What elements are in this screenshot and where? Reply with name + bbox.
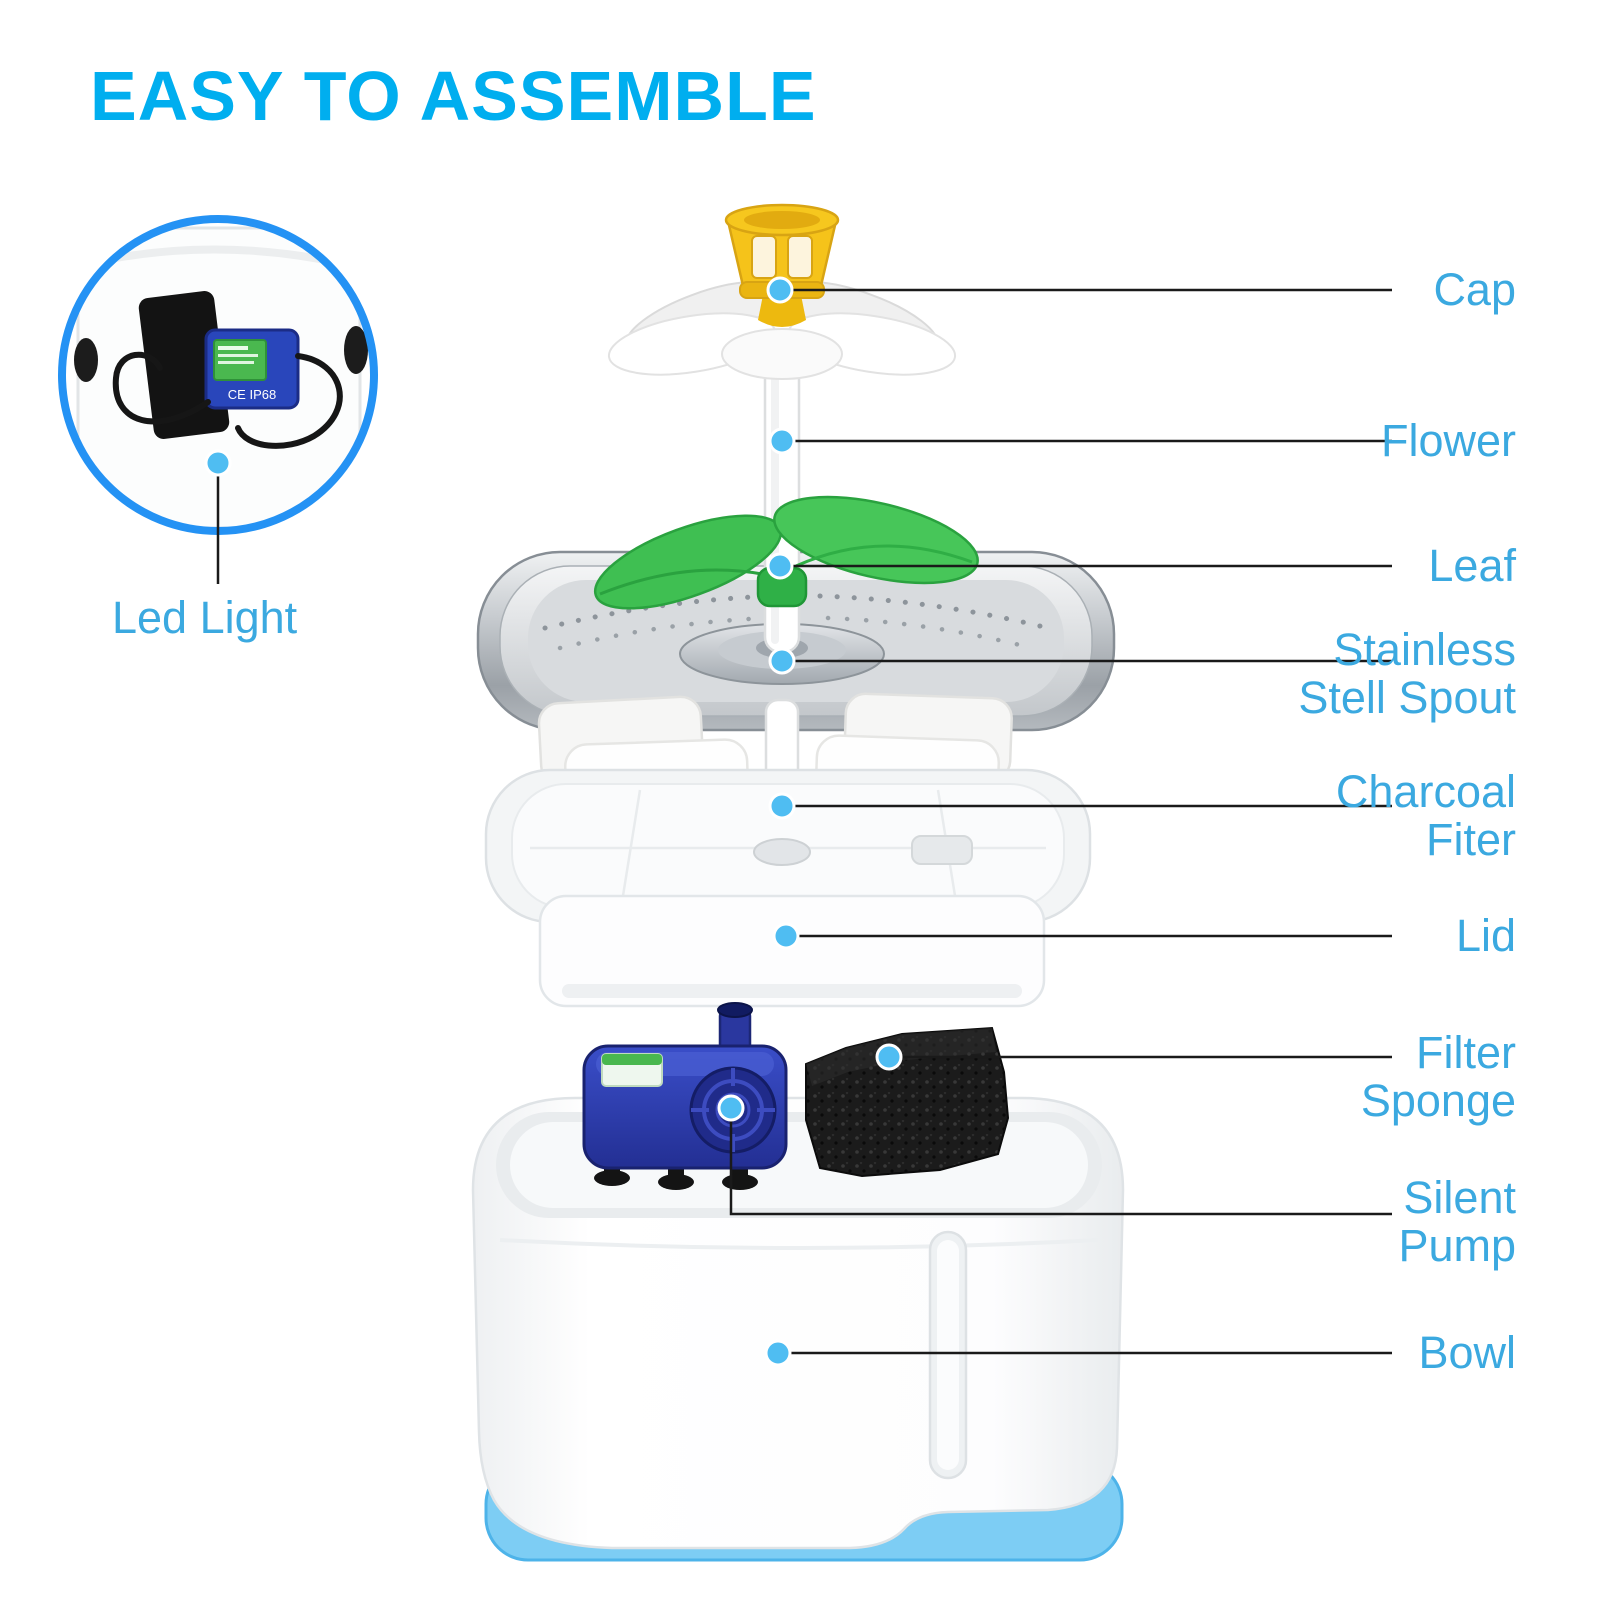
- bowl-graphic: [471, 1096, 1125, 1562]
- suction-cup: [658, 1174, 694, 1190]
- label-line: Pump: [1398, 1220, 1516, 1271]
- label-line: Bowl: [1418, 1327, 1516, 1378]
- bowl-callout-dot: [764, 1339, 792, 1367]
- label-line: Lid: [1455, 910, 1516, 961]
- cap-graphic: [724, 203, 840, 299]
- page-title: EASY TO ASSEMBLE: [90, 57, 817, 135]
- label-cap: Cap: [1433, 266, 1516, 314]
- suction-cup: [594, 1170, 630, 1186]
- label-led-light: Led Light: [112, 592, 298, 643]
- flower-callout-dot: [768, 427, 796, 455]
- label-line: Leaf: [1428, 540, 1516, 591]
- lid-callout-dot: [772, 922, 800, 950]
- label-line: Stainless: [1333, 624, 1516, 675]
- cable-hole: [344, 326, 368, 374]
- callout-dots: [204, 276, 903, 1367]
- label-leaf: Leaf: [1428, 542, 1516, 590]
- silent-pump-graphic: [582, 1002, 788, 1190]
- label-line: Flower: [1380, 415, 1516, 466]
- inset-pump-text: CE IP68: [228, 387, 276, 402]
- sponge-callout-dot: [875, 1043, 903, 1071]
- leaf-graphic: [593, 495, 979, 610]
- label-line: Stell Spout: [1298, 672, 1516, 723]
- cable-hole: [74, 338, 98, 382]
- filter-sponge-graphic: [805, 1026, 1010, 1178]
- cap-callout-dot: [766, 276, 794, 304]
- label-line: Silent: [1403, 1172, 1516, 1223]
- pump-cable: [235, 353, 343, 449]
- label-flower: Flower: [1381, 417, 1516, 465]
- suction-cup: [722, 1174, 758, 1190]
- led-light-inset: CE IP68: [58, 215, 378, 535]
- label-silent-pump: Silent Pump: [1398, 1174, 1516, 1270]
- lid-graphic: [484, 768, 1092, 1008]
- label-line: Filter: [1416, 1027, 1516, 1078]
- charcoal-callout-dot: [768, 792, 796, 820]
- label-line: Fiter: [1426, 814, 1516, 865]
- pump-callout-dot: [717, 1094, 745, 1122]
- led-callout-dot: [204, 449, 232, 477]
- callout-lines: [216, 288, 1392, 1355]
- lid-stem-hole: [753, 838, 811, 866]
- flower-graphic: [607, 280, 957, 380]
- spout-callout-dot: [768, 647, 796, 675]
- pump-callout-line: [729, 1108, 1392, 1216]
- label-line: Cap: [1433, 264, 1516, 315]
- leaf-callout-dot: [766, 552, 794, 580]
- label-lid: Lid: [1456, 912, 1516, 960]
- label-charcoal-filter: Charcoal Fiter: [1336, 768, 1516, 864]
- lid-cutout: [911, 835, 973, 865]
- label-line: Charcoal: [1335, 766, 1516, 817]
- label-stainless-steel-spout: Stainless Stell Spout: [1298, 626, 1516, 722]
- label-line: Sponge: [1360, 1075, 1516, 1126]
- label-filter-sponge: Filter Sponge: [1361, 1029, 1516, 1125]
- label-bowl: Bowl: [1418, 1329, 1516, 1377]
- pump-cable: [112, 351, 211, 425]
